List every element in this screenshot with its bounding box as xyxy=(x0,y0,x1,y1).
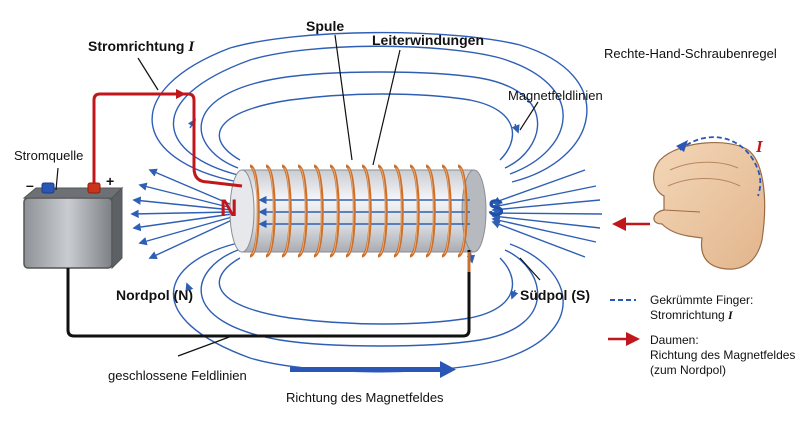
power-source-label: Stromquelle xyxy=(14,148,83,163)
right-field-fan xyxy=(491,169,603,258)
labels: Stromrichtung I Spule Leiterwindungen Ma… xyxy=(14,18,795,405)
south-pole-label: Südpol (S) xyxy=(520,287,590,303)
winding-highlight xyxy=(315,167,322,255)
winding-highlight xyxy=(427,167,434,255)
winding-highlight xyxy=(331,167,338,255)
north-pole-letter: N xyxy=(220,195,237,222)
winding-highlight xyxy=(363,167,370,255)
winding-highlight xyxy=(395,167,402,255)
legend-thumb-line2: Richtung des Magnetfeldes xyxy=(650,348,795,362)
field-direction-arrow xyxy=(290,361,456,378)
legend-thumb-line3: (zum Nordpol) xyxy=(650,363,726,377)
winding-highlight xyxy=(379,167,386,255)
plus-terminal xyxy=(87,182,101,194)
leader-lines xyxy=(55,34,541,357)
winding-highlight xyxy=(443,167,450,255)
minus-terminal xyxy=(41,182,55,194)
right-hand-rule-label: Rechte-Hand-Schraubenregel xyxy=(604,46,777,61)
coil-windings xyxy=(248,164,468,258)
winding-highlight xyxy=(299,167,306,255)
windings-label: Leiterwindungen xyxy=(372,32,484,48)
legend-red-arrow-head xyxy=(626,332,640,346)
closed-field-lines-label: geschlossene Feldlinien xyxy=(108,368,247,383)
winding-highlight xyxy=(347,167,354,255)
thumb-arrow-head xyxy=(612,217,626,231)
coil-label: Spule xyxy=(306,18,344,34)
wires xyxy=(66,89,471,338)
legend-thumb-line1: Daumen: xyxy=(650,333,699,347)
legend-fingers-line1: Gekrümmte Finger: xyxy=(650,293,753,307)
left-field-fan xyxy=(130,168,233,259)
battery xyxy=(22,182,124,270)
current-direction-label: Stromrichtung I xyxy=(88,38,195,55)
finger-arrow-head xyxy=(676,140,688,152)
north-pole-label: Nordpol (N) xyxy=(116,287,193,303)
winding-highlight xyxy=(411,167,418,255)
winding-highlight xyxy=(251,167,258,255)
winding-highlight xyxy=(267,167,274,255)
hand-current-symbol: I xyxy=(755,137,764,156)
field-direction-label: Richtung des Magnetfeldes xyxy=(286,390,444,405)
plus-sign: + xyxy=(106,173,114,189)
south-pole-letter: S xyxy=(488,195,504,222)
minus-sign: – xyxy=(26,177,34,193)
current-arrow xyxy=(176,89,186,99)
winding-highlight xyxy=(283,167,290,255)
field-lines-label: Magnetfeldlinien xyxy=(508,88,603,103)
legend-fingers-line2: Stromrichtung I xyxy=(650,308,734,322)
hand-illustration xyxy=(612,136,766,270)
curved-fingers-path xyxy=(679,136,762,197)
legend-symbols xyxy=(608,299,640,346)
winding-highlight xyxy=(459,167,466,255)
